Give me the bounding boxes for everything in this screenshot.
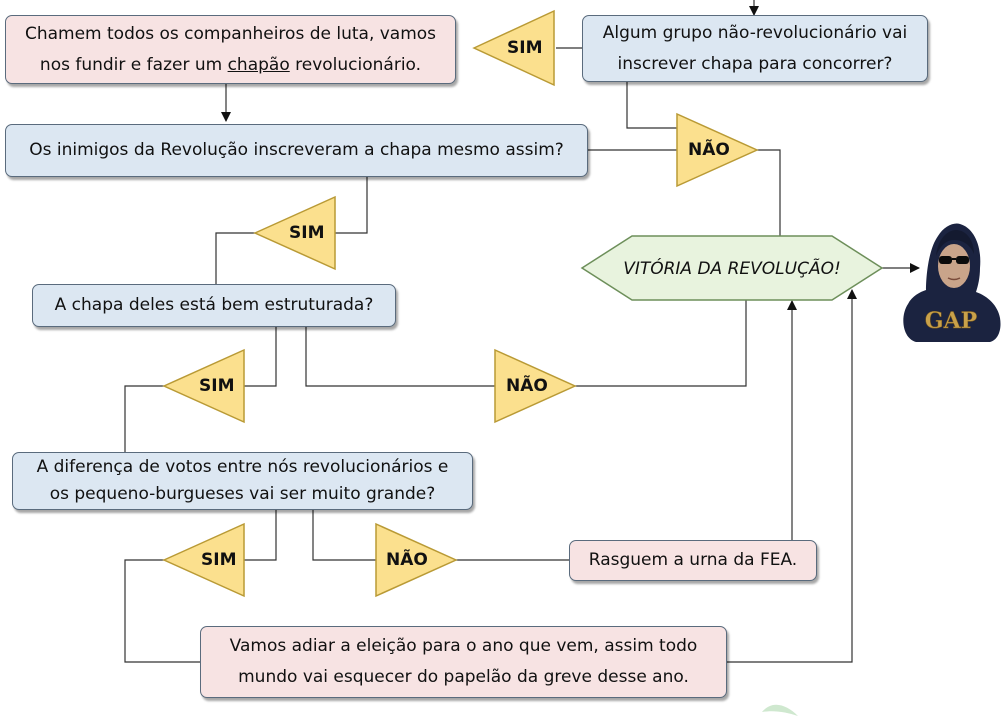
label-nao-2: NÃO bbox=[506, 376, 548, 396]
question-nonrevolutionary-group: Algum grupo não-revolucionário vai inscr… bbox=[582, 15, 928, 82]
label-sim-3: SIM bbox=[199, 376, 235, 396]
leaf-decoration bbox=[762, 704, 798, 716]
victory-hexagon bbox=[580, 235, 884, 301]
question-vote-gap: A diferença de votos entre nós revolucio… bbox=[12, 452, 473, 510]
action-tear-urn: Rasguem a urna da FEA. bbox=[569, 540, 817, 581]
vote-gap-line-1: A diferença de votos entre nós revolucio… bbox=[36, 457, 449, 477]
structured-question-text: A chapa deles está bem estruturada? bbox=[54, 295, 374, 315]
connector-sim-to-votes bbox=[124, 385, 164, 452]
label-nao-3: NÃO bbox=[386, 550, 428, 570]
connector-sim-to-structured bbox=[215, 232, 255, 284]
label-sim-2: SIM bbox=[289, 223, 325, 243]
connector-no-to-victory bbox=[757, 149, 781, 236]
triangle-nao-top bbox=[676, 112, 759, 188]
triangle-sim-4 bbox=[162, 522, 245, 598]
merge-line-1: Chamem todos os companheiros de luta, va… bbox=[24, 23, 437, 44]
triangle-sim-top bbox=[472, 9, 555, 87]
postpone-line-1: Vamos adiar a eleição para o ano que vem… bbox=[229, 636, 698, 656]
hooded-figure-avatar: GAP bbox=[903, 223, 1001, 342]
tear-urn-text: Rasguem a urna da FEA. bbox=[588, 550, 798, 570]
triangle-sim-3 bbox=[162, 348, 245, 424]
victory-label: VITÓRIA DA REVOLUÇÃO! bbox=[623, 259, 841, 279]
arrow-postpone-to-victory bbox=[727, 289, 857, 663]
connector-no-top bbox=[626, 82, 677, 129]
label-nao-top: NÃO bbox=[688, 140, 730, 160]
connector-votes-sim bbox=[244, 510, 277, 561]
question-line-1: Algum grupo não-revolucionário vai bbox=[602, 22, 908, 43]
question-slate-structured: A chapa deles está bem estruturada? bbox=[32, 284, 396, 327]
label-sim-4: SIM bbox=[201, 550, 237, 570]
action-merge-slate: Chamem todos os companheiros de luta, va… bbox=[5, 15, 456, 84]
action-postpone-election: Vamos adiar a eleição para o ano que vem… bbox=[200, 626, 727, 698]
postpone-line-2: mundo vai esquecer do papelão da greve d… bbox=[238, 667, 689, 687]
vote-gap-line-2: os pequeno-burgueses vai ser muito grand… bbox=[49, 484, 436, 504]
connector-enemies-sim bbox=[335, 177, 368, 234]
underlined-word: chapão bbox=[227, 54, 290, 75]
gap-logo: GAP bbox=[925, 308, 977, 334]
connector-no-to-victory-2 bbox=[575, 300, 747, 387]
connector-sim-to-postpone bbox=[124, 559, 200, 663]
question-enemies-registered: Os inimigos da Revolução inscreveram a c… bbox=[5, 124, 588, 177]
enemies-question-text: Os inimigos da Revolução inscreveram a c… bbox=[29, 140, 564, 160]
triangle-nao-3 bbox=[375, 522, 458, 598]
connector-structured-sim bbox=[244, 327, 277, 387]
triangle-nao-2 bbox=[494, 348, 577, 424]
connector-structured-no bbox=[305, 327, 495, 387]
question-line-2: inscrever chapa para concorrer? bbox=[617, 53, 893, 74]
triangle-sim-2 bbox=[253, 195, 336, 271]
label-sim-top: SIM bbox=[507, 38, 543, 58]
merge-line-2: nos fundir e fazer um chapão revolucioná… bbox=[39, 54, 422, 75]
connector-votes-no bbox=[312, 510, 376, 561]
